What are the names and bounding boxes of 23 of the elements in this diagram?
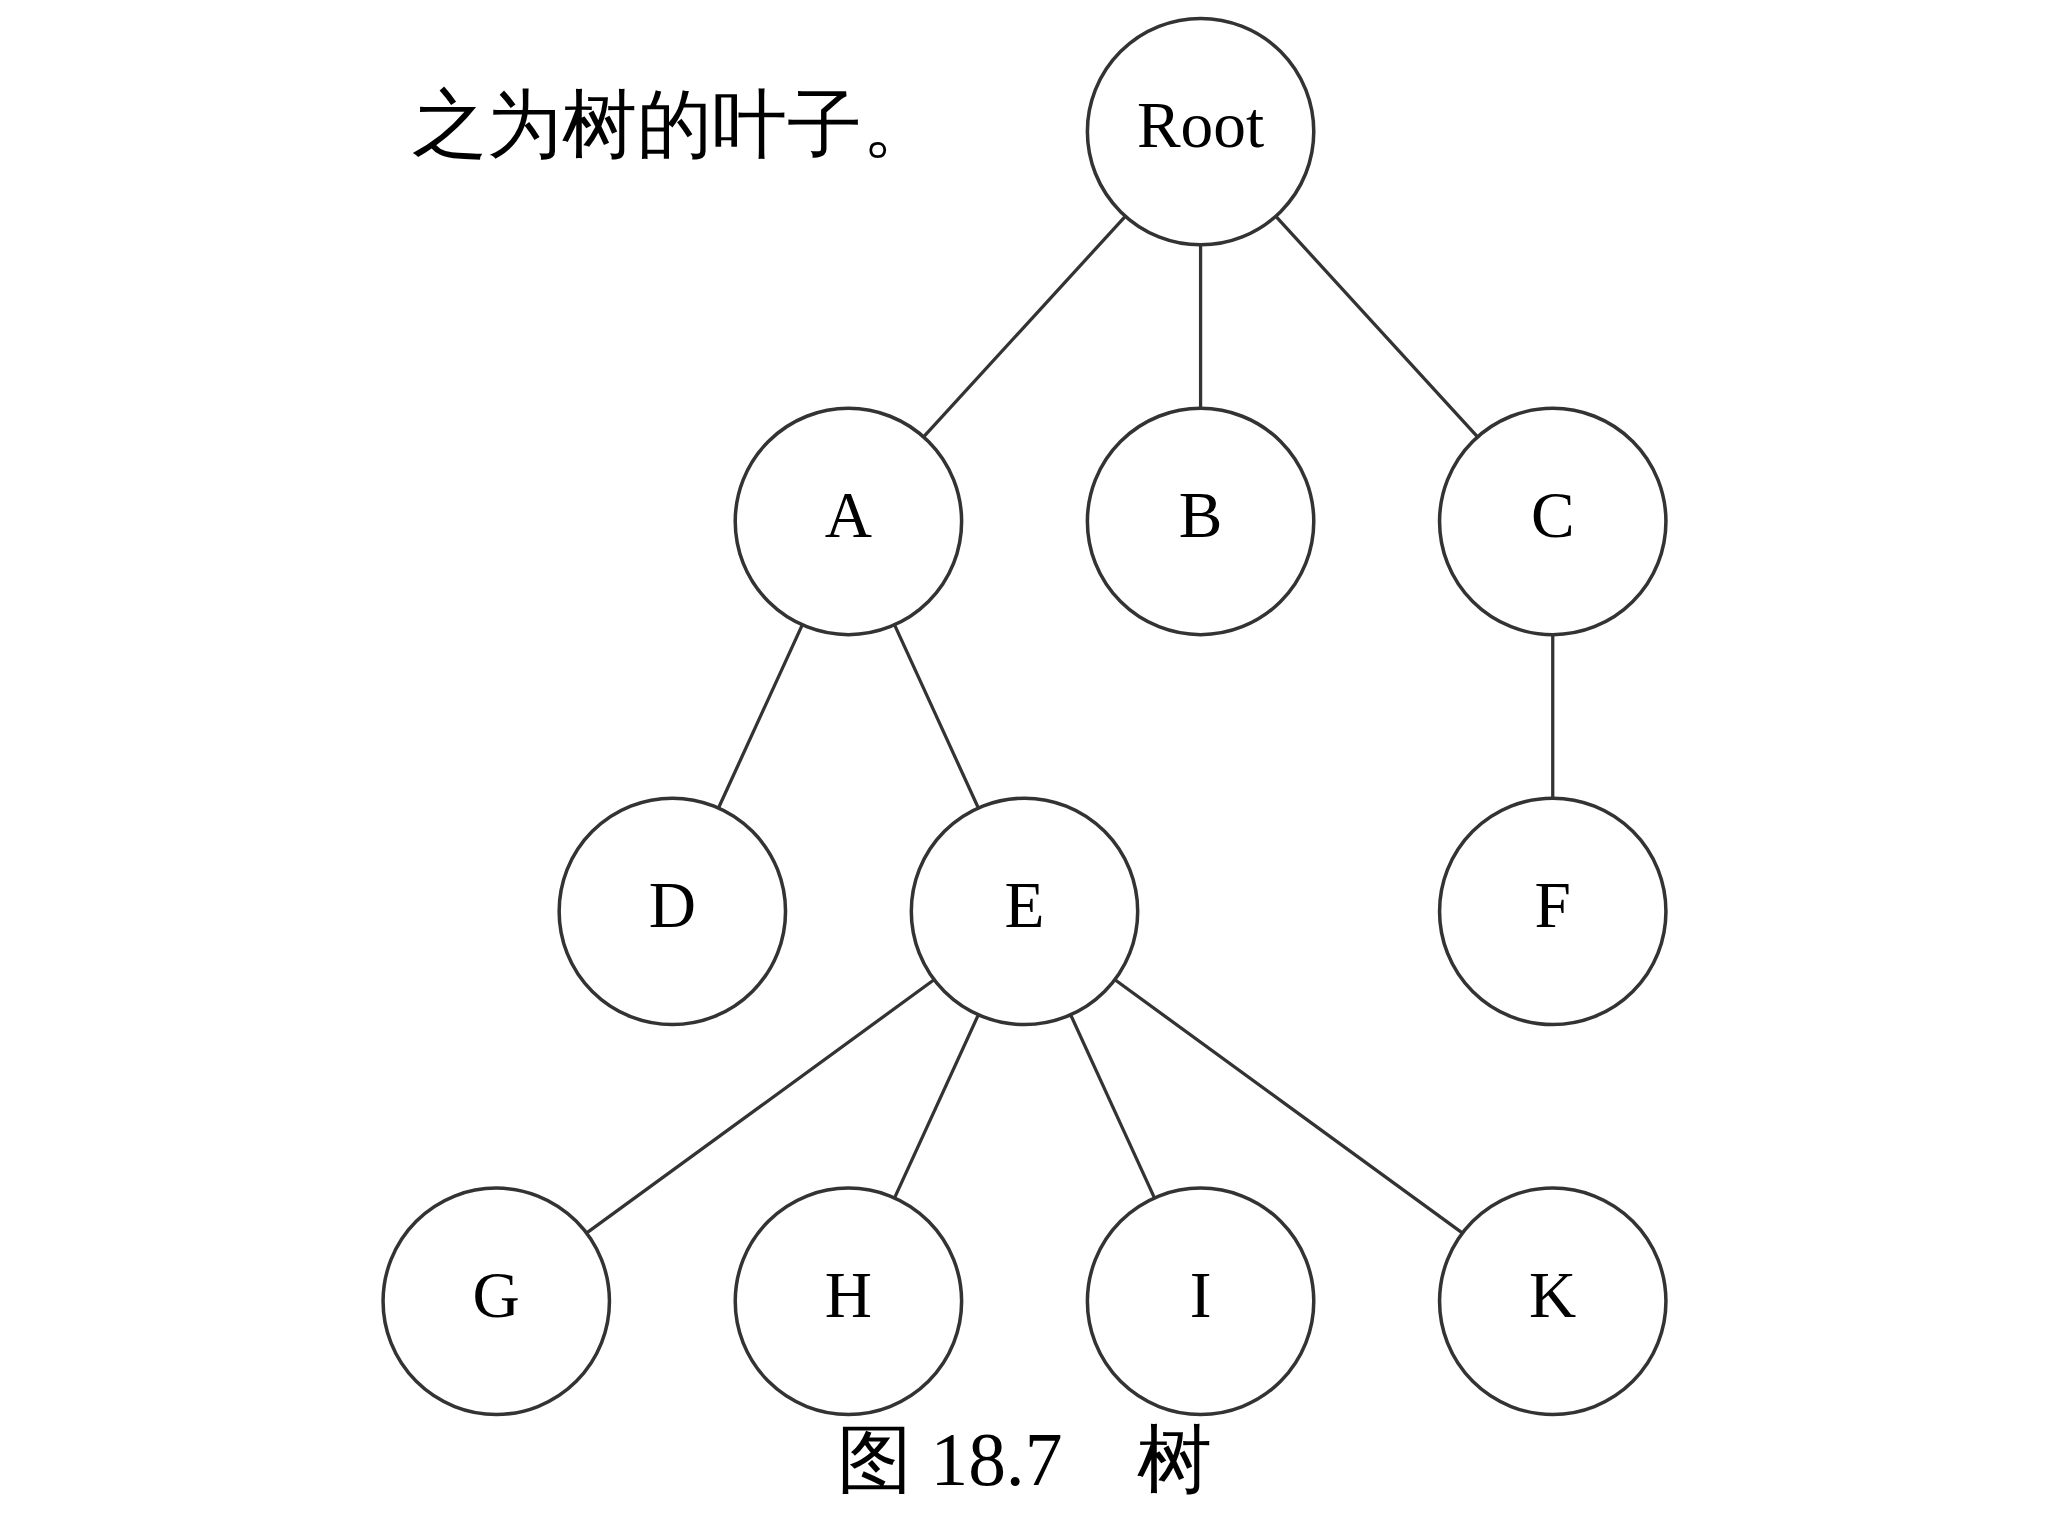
node-circle: F xyxy=(1437,796,1668,1027)
node-circle: I xyxy=(1085,1186,1316,1417)
node-circle: A xyxy=(732,406,963,637)
node-circle: B xyxy=(1085,406,1316,637)
connector xyxy=(716,624,804,809)
node-circle: K xyxy=(1437,1186,1668,1417)
connector xyxy=(1274,215,1479,438)
caption: 图 18.7 树 xyxy=(836,1417,1212,1501)
node-circle: Root xyxy=(1085,16,1316,247)
label: 之为树的叶子。 xyxy=(411,83,937,167)
connector xyxy=(892,1014,980,1199)
node-circle: C xyxy=(1437,406,1668,637)
node-circle: G xyxy=(380,1186,611,1417)
connector xyxy=(1113,978,1463,1235)
connector xyxy=(1550,635,1554,798)
connector xyxy=(1068,1014,1156,1199)
node-circle: E xyxy=(909,796,1139,1027)
connector xyxy=(1198,245,1202,408)
node-circle: D xyxy=(556,796,787,1027)
connector xyxy=(892,624,980,809)
connector xyxy=(922,215,1126,438)
node-circle: H xyxy=(732,1186,963,1417)
connector xyxy=(585,978,935,1235)
